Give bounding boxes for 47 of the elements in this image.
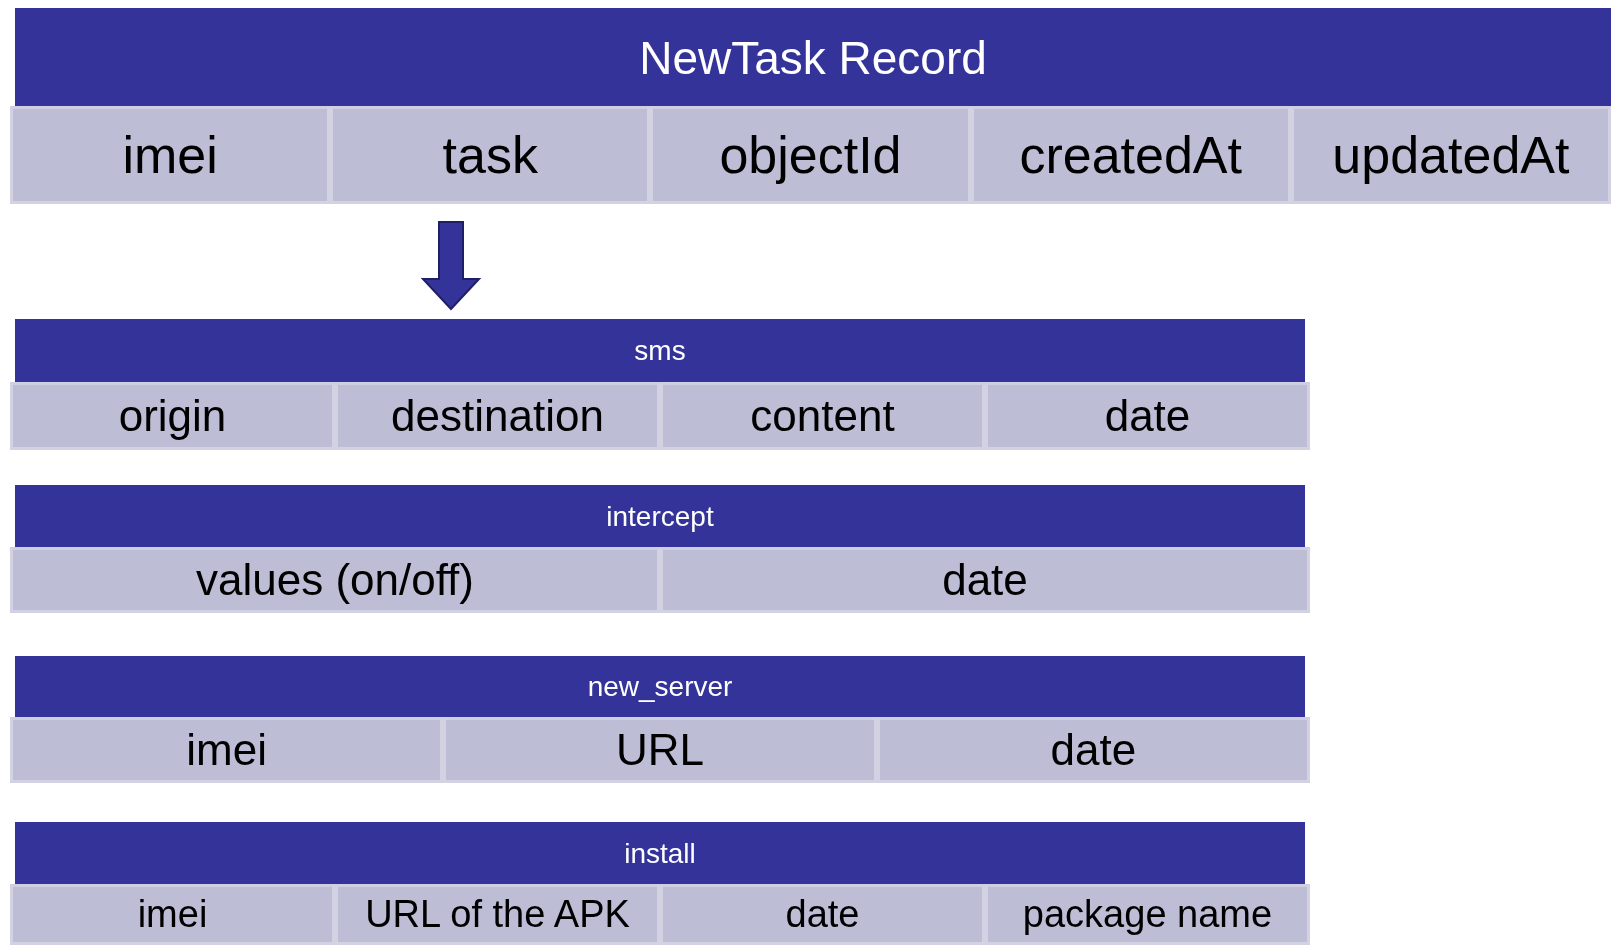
field-cell bbox=[970, 106, 1291, 204]
table-title: sms bbox=[634, 335, 686, 367]
field-name: objectId bbox=[719, 125, 902, 185]
field-name: URL bbox=[615, 725, 704, 775]
table-header bbox=[15, 656, 1305, 718]
field-cell bbox=[443, 717, 877, 783]
field-name: date bbox=[1104, 391, 1191, 441]
table-header bbox=[15, 8, 1611, 108]
table-header bbox=[15, 319, 1305, 383]
table-header bbox=[15, 485, 1305, 548]
field-name: date bbox=[942, 555, 1028, 605]
field-name: origin bbox=[118, 391, 227, 441]
field-cell bbox=[1290, 106, 1611, 204]
field-cell bbox=[876, 717, 1310, 783]
field-cell bbox=[985, 884, 1310, 945]
field-cell bbox=[10, 106, 331, 204]
table-title: intercept bbox=[606, 500, 714, 533]
field-cell bbox=[660, 547, 1310, 613]
field-cell bbox=[335, 382, 660, 450]
down-arrow bbox=[420, 221, 482, 311]
field-name: task bbox=[442, 125, 538, 185]
field-name: imei bbox=[122, 125, 218, 185]
field-cell bbox=[985, 382, 1310, 450]
field-cell bbox=[335, 884, 660, 945]
field-name: package name bbox=[1022, 893, 1273, 936]
field-cell bbox=[10, 884, 335, 945]
table-title: install bbox=[624, 837, 696, 870]
table-title: new_server bbox=[587, 671, 733, 703]
field-name: date bbox=[785, 893, 860, 936]
field-name: URL of the APK bbox=[365, 893, 630, 936]
field-cell bbox=[10, 717, 444, 783]
field-name: date bbox=[1050, 725, 1137, 775]
table-header bbox=[15, 822, 1305, 885]
field-name: values (on/off) bbox=[196, 555, 474, 605]
field-name: destination bbox=[391, 391, 604, 441]
field-cell bbox=[10, 547, 660, 613]
field-name: updatedAt bbox=[1332, 125, 1570, 185]
field-name: imei bbox=[137, 893, 208, 936]
field-cell bbox=[660, 382, 985, 450]
table-title: NewTask Record bbox=[639, 31, 987, 85]
field-name: createdAt bbox=[1019, 125, 1242, 185]
field-cell bbox=[650, 106, 971, 204]
field-cell bbox=[330, 106, 651, 204]
field-name: imei bbox=[186, 725, 267, 775]
field-cell bbox=[660, 884, 985, 945]
field-name: content bbox=[750, 391, 895, 441]
field-cell bbox=[10, 382, 335, 450]
